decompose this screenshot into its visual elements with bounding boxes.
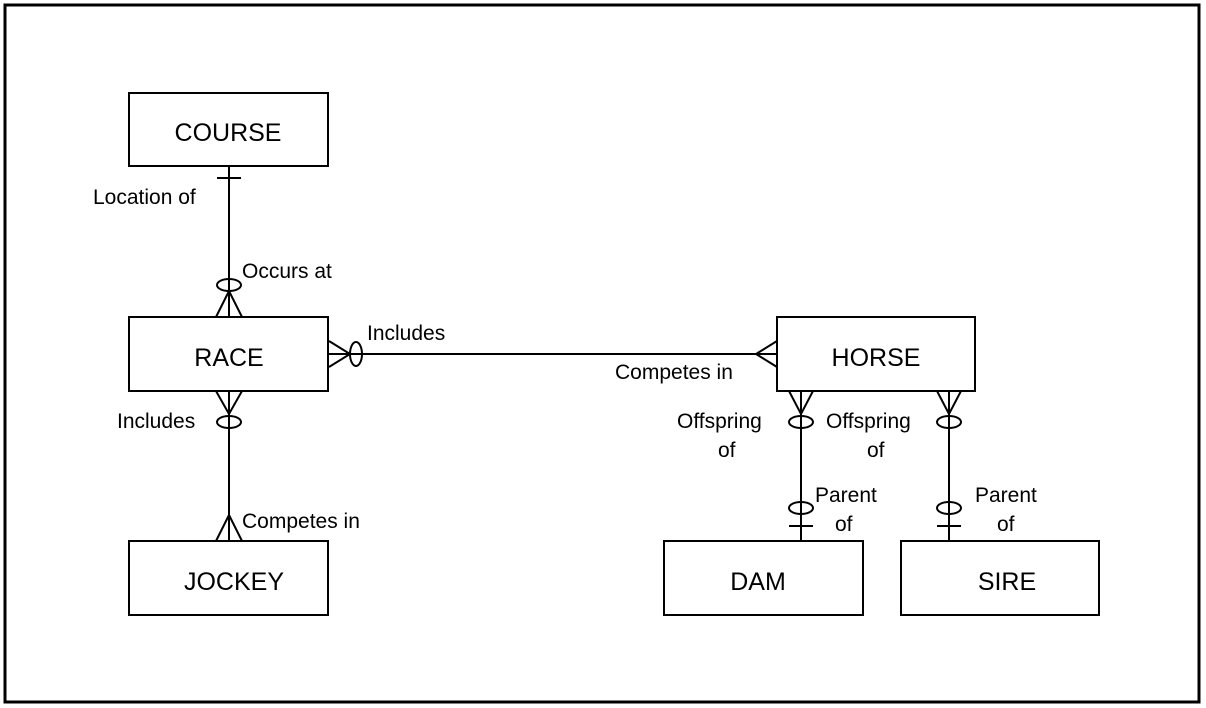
race-zero-circle-bottom [216, 415, 242, 429]
entity-horse[interactable]: HORSE [776, 316, 976, 392]
label-dam-offspring-line1: Offspring [677, 410, 762, 433]
label-race-includes-jockey: Includes [117, 410, 195, 433]
entity-jockey-box [128, 540, 329, 616]
horse-crowfoot-sire [936, 390, 962, 417]
entity-jockey-label: JOCKEY [184, 568, 284, 596]
label-sire-offspring-line2: of [867, 439, 885, 462]
entity-race-label: RACE [194, 344, 263, 372]
entity-horse-box [776, 316, 976, 392]
entity-sire-label: SIRE [978, 568, 1036, 596]
label-horse-competes-in: Competes in [615, 361, 733, 384]
entity-jockey[interactable]: JOCKEY [128, 540, 329, 616]
diagram-frame [3, 3, 1201, 704]
sire-zero-circle [936, 501, 962, 515]
entity-sire-box [900, 540, 1100, 616]
entity-course-label: COURSE [175, 119, 282, 147]
dam-zero-circle [788, 501, 814, 515]
label-location-of: Location of [93, 186, 196, 209]
label-sire-parent-line2: of [997, 513, 1015, 536]
horse-zero-circle-sire [936, 415, 962, 429]
horse-crowfoot-dam [788, 390, 814, 417]
race-crowfoot-bottom [215, 390, 243, 417]
horse-crowfoot-left [754, 340, 778, 368]
label-occurs-at: Occurs at [242, 260, 332, 283]
label-sire-parent-line1: Parent [975, 484, 1037, 507]
race-crowfoot-top [215, 288, 243, 318]
label-dam-parent-line2: of [835, 513, 853, 536]
label-jockey-competes-in: Competes in [242, 510, 360, 533]
entity-dam[interactable]: DAM [663, 540, 864, 616]
entity-dam-label: DAM [730, 568, 786, 596]
entity-dam-box [663, 540, 864, 616]
entity-course-box [128, 92, 329, 167]
label-race-includes-horse: Includes [367, 322, 445, 345]
entity-race[interactable]: RACE [128, 316, 329, 392]
jockey-crowfoot [215, 512, 243, 542]
horse-zero-circle-dam [788, 415, 814, 429]
entity-sire[interactable]: SIRE [900, 540, 1100, 616]
label-dam-offspring-line2: of [718, 439, 736, 462]
label-sire-offspring-line1: Offspring [826, 410, 911, 433]
entity-race-box [128, 316, 329, 392]
label-dam-parent-line1: Parent [815, 484, 877, 507]
entity-horse-label: HORSE [832, 344, 921, 372]
entity-course[interactable]: COURSE [128, 92, 329, 167]
race-zero-circle-right [349, 341, 363, 367]
